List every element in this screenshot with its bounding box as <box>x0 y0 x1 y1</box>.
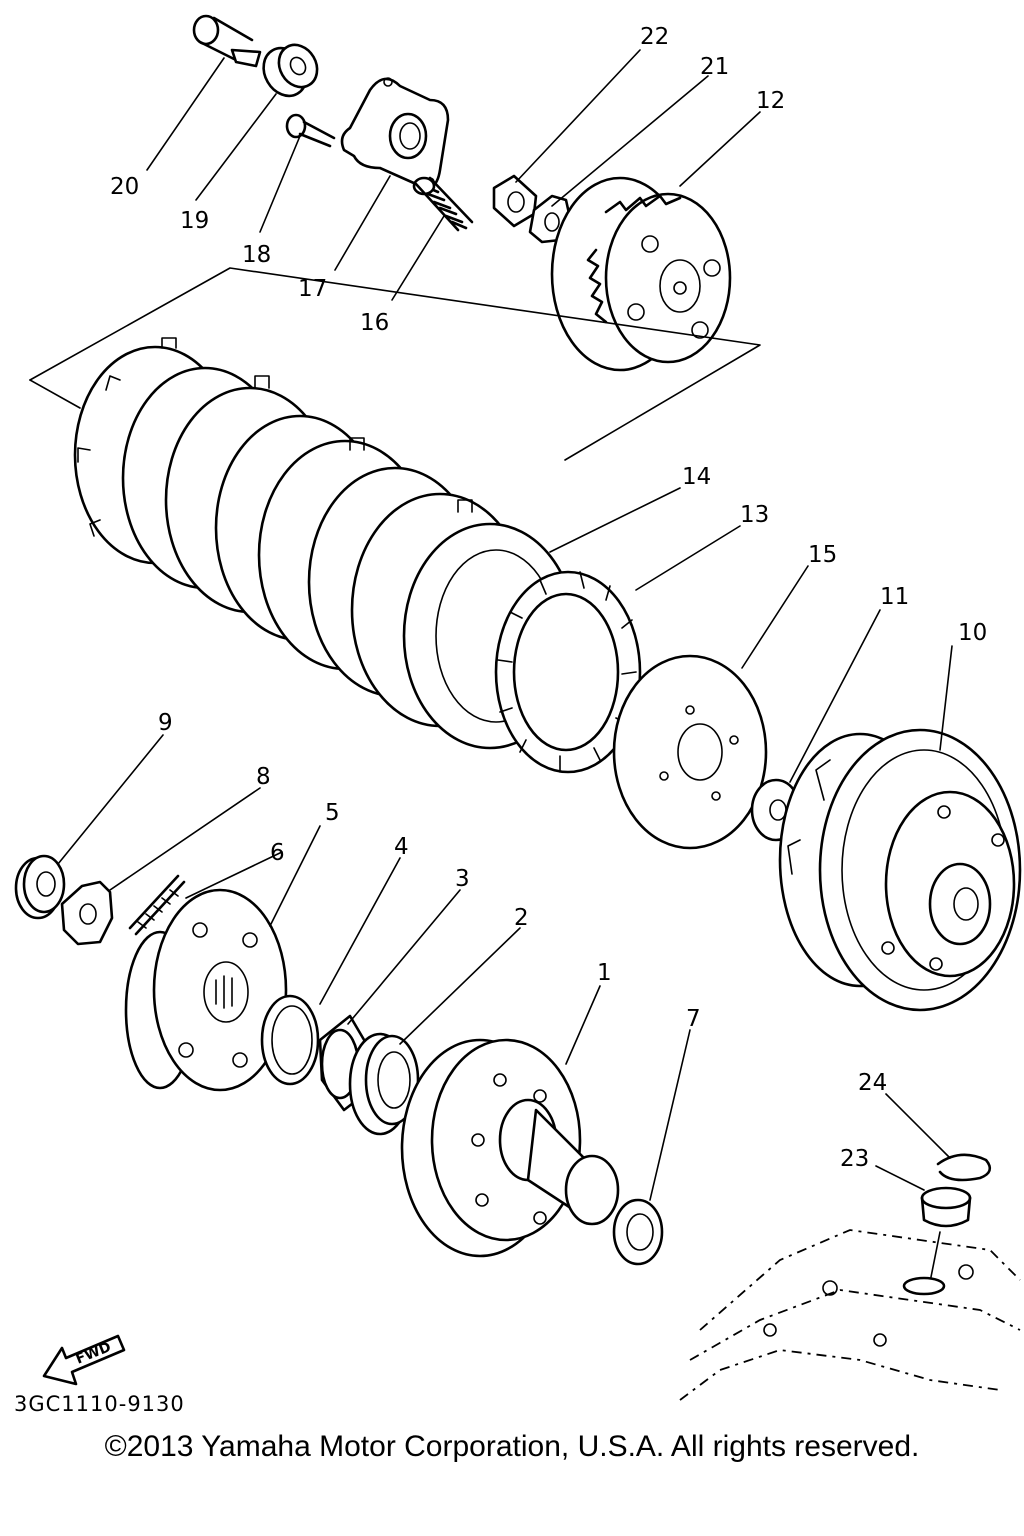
callout-11: 11 <box>880 584 909 610</box>
callout-13: 13 <box>740 502 769 528</box>
callout-15: 15 <box>808 542 837 568</box>
part-20-shaft-bolt <box>192 14 262 68</box>
callout-16: 16 <box>360 310 389 336</box>
plate-group-bracket <box>29 267 761 461</box>
callout-23: 23 <box>840 1146 869 1172</box>
callout-19: 19 <box>180 208 209 234</box>
callout-10: 10 <box>958 620 987 646</box>
part-23-plug <box>920 1186 972 1283</box>
part-18-screw <box>285 113 336 148</box>
part-12-clutch-boss <box>550 176 732 372</box>
callout-7: 7 <box>686 1006 701 1032</box>
leader-lines <box>57 49 953 1201</box>
part-5-clutch-carrier <box>124 888 288 1092</box>
callout-14: 14 <box>682 464 711 490</box>
part-10-clutch-housing <box>778 728 1022 1012</box>
callout-9: 9 <box>158 710 173 736</box>
drawing-code: 3GC1110-9130 <box>14 1392 185 1416</box>
part-6-spring <box>128 874 186 936</box>
callout-2: 2 <box>514 905 529 931</box>
part-16-clutch-spring <box>412 176 474 232</box>
callout-22: 22 <box>640 24 669 50</box>
callout-24: 24 <box>858 1070 887 1096</box>
crankcase-outline <box>679 1229 1021 1401</box>
part-2-one-way-clutch <box>348 1032 420 1136</box>
callout-5: 5 <box>325 800 340 826</box>
callout-21: 21 <box>700 54 729 80</box>
part-13-friction-plate <box>494 570 642 774</box>
part-9-washer <box>14 854 66 920</box>
part-24-circlip <box>936 1153 992 1182</box>
callout-6: 6 <box>270 840 285 866</box>
part-22-nut <box>492 174 538 228</box>
callout-17: 17 <box>298 276 327 302</box>
part-7-washer <box>612 1198 664 1266</box>
part-19-bearing <box>262 43 319 98</box>
part-17-pressure-plate <box>340 77 450 189</box>
part-8-lock-washer <box>60 880 114 946</box>
part-1-primary-drive <box>400 1038 620 1258</box>
callout-3: 3 <box>455 866 470 892</box>
callout-4: 4 <box>394 834 409 860</box>
callout-20: 20 <box>110 174 139 200</box>
part-15-disk <box>612 654 768 850</box>
part-4-washer <box>260 994 320 1086</box>
callout-12: 12 <box>756 88 785 114</box>
callout-1: 1 <box>597 960 612 986</box>
callout-18: 18 <box>242 242 271 268</box>
callout-8: 8 <box>256 764 271 790</box>
copyright-notice: ©2013 Yamaha Motor Corporation, U.S.A. A… <box>104 1430 920 1463</box>
forward-direction-arrow: FWD <box>42 1334 126 1386</box>
